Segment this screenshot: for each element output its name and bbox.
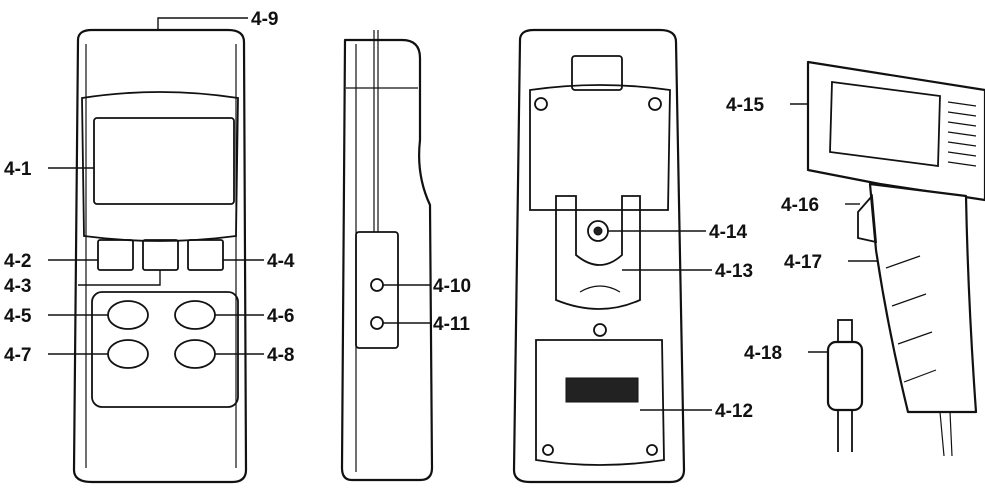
- battery-cover-grip: [565, 377, 639, 403]
- label-4-5: 4-5: [4, 306, 32, 327]
- label-4-17: 4-17: [784, 252, 822, 273]
- stand-slot: [579, 285, 621, 293]
- battery-cover-screw: [593, 323, 607, 337]
- keypad-panel: [91, 291, 239, 408]
- battery-cover-4-12: [535, 339, 665, 466]
- probe-window: [829, 80, 941, 168]
- label-4-8: 4-8: [267, 345, 294, 366]
- back-screw-bottom-left: [542, 444, 554, 456]
- label-4-14: 4-14: [709, 222, 747, 243]
- plug-body-4-18: [826, 340, 864, 412]
- callout-labels: 4-9 4-1 4-2 4-3 4-4 4-5 4-6 4-7 4-8 4-10…: [4, 9, 822, 422]
- stand-4-13: [555, 195, 641, 310]
- plug-cable: [837, 410, 853, 452]
- side-body: [340, 38, 434, 482]
- back-screw-bottom-right: [646, 444, 658, 456]
- trigger-4-16: [857, 193, 878, 244]
- probe-handle-4-17: [868, 182, 978, 414]
- back-upper-frame: [529, 84, 671, 211]
- leader-lines: [48, 17, 878, 411]
- label-4-11: 4-11: [433, 314, 470, 335]
- back-screw-top-right: [648, 97, 662, 111]
- label-4-4: 4-4: [267, 251, 295, 272]
- front-body-inner-edge: [85, 44, 237, 468]
- plug-tip: [837, 319, 853, 343]
- label-4-9: 4-9: [251, 9, 278, 30]
- key-4-2: [97, 239, 134, 271]
- label-4-3: 4-3: [4, 276, 31, 297]
- label-4-13: 4-13: [715, 261, 753, 282]
- back-view: [512, 28, 686, 484]
- side-view: [340, 30, 434, 482]
- side-cable-guide: [373, 30, 379, 232]
- tripod-socket-center: [593, 226, 603, 236]
- key-4-4: [187, 239, 224, 271]
- pistol-probe: [806, 60, 985, 457]
- back-screw-top-left: [534, 97, 548, 111]
- label-4-16: 4-16: [781, 195, 819, 216]
- back-body: [512, 28, 686, 484]
- label-4-10: 4-10: [433, 276, 471, 297]
- label-4-1: 4-1: [4, 159, 32, 180]
- label-4-7: 4-7: [4, 345, 31, 366]
- probe-vent-grille: [947, 101, 977, 167]
- side-connector-panel: [355, 231, 399, 349]
- probe-cable: [939, 411, 953, 457]
- label-4-18: 4-18: [744, 343, 782, 364]
- back-label-window: [571, 55, 623, 91]
- label-4-15: 4-15: [726, 95, 764, 116]
- label-4-2: 4-2: [4, 251, 31, 272]
- probe-handle-grip-lines: [885, 255, 937, 383]
- front-view: [72, 28, 248, 484]
- probe-plug: [826, 319, 864, 452]
- label-4-6: 4-6: [267, 306, 294, 327]
- front-body: [72, 28, 248, 484]
- lcd-display: [93, 117, 235, 205]
- label-4-12: 4-12: [715, 401, 753, 422]
